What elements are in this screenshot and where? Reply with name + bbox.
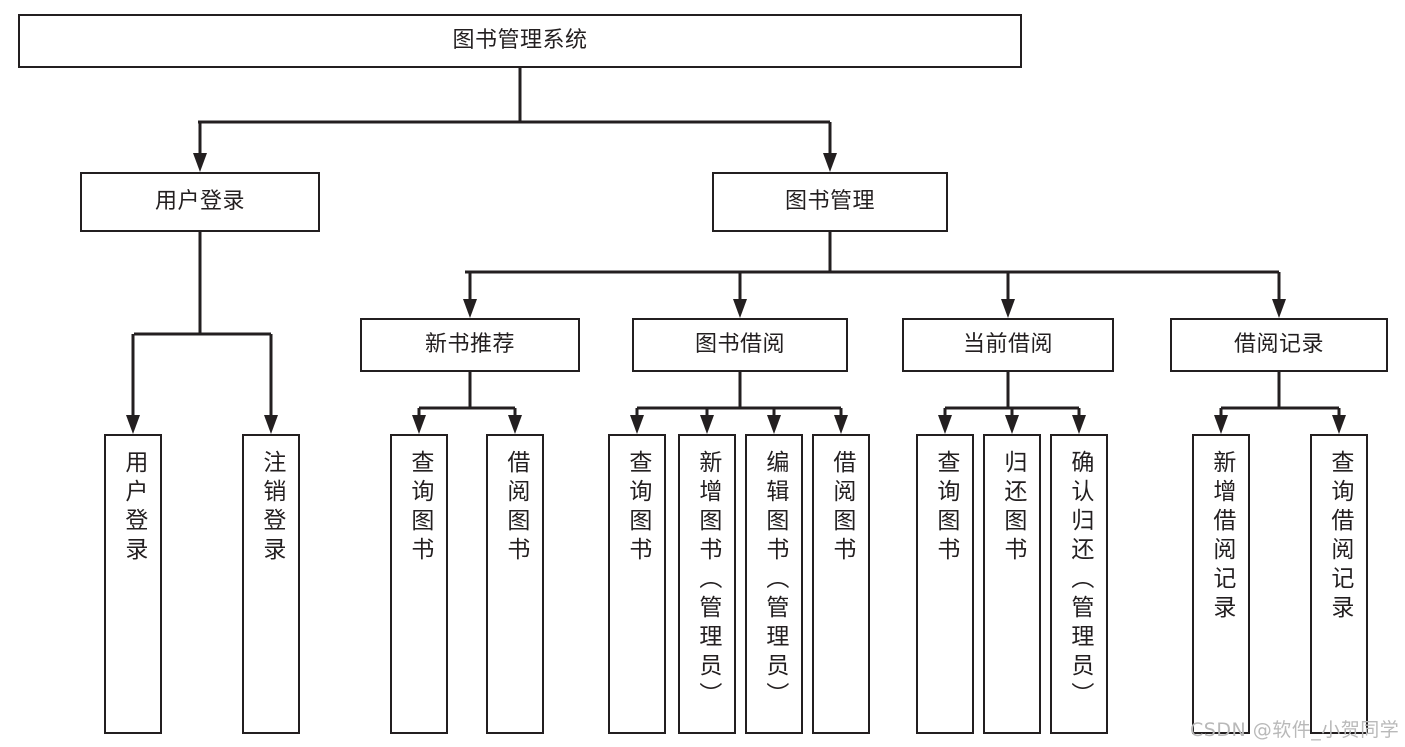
node-label-userlogin: 用户登录 bbox=[120, 450, 147, 566]
arrow-head-cu-query bbox=[938, 415, 952, 434]
arrow-head-login bbox=[193, 153, 207, 172]
node-label-bo-borrow: 借阅图书 bbox=[828, 450, 855, 566]
node-bo-query[interactable]: 查询图书 bbox=[608, 434, 666, 734]
node-newbook[interactable]: 新书推荐 bbox=[360, 318, 580, 372]
node-label-root: 图书管理系统 bbox=[452, 27, 588, 53]
node-nb-query[interactable]: 查询图书 bbox=[390, 434, 448, 734]
node-login[interactable]: 用户登录 bbox=[80, 172, 320, 232]
arrow-head-bo-query bbox=[630, 415, 644, 434]
node-label-cu-query: 查询图书 bbox=[932, 450, 959, 566]
node-bookmgmt[interactable]: 图书管理 bbox=[712, 172, 948, 232]
node-label-nb-borrow: 借阅图书 bbox=[502, 450, 529, 566]
node-label-bo-query: 查询图书 bbox=[624, 450, 651, 566]
arrow-head-nb-query bbox=[412, 415, 426, 434]
node-label-re-query: 查询借阅记录 bbox=[1326, 450, 1353, 624]
node-label-bo-add: 新增图书（管理员） bbox=[694, 450, 721, 711]
node-borrow[interactable]: 图书借阅 bbox=[632, 318, 848, 372]
node-label-re-add: 新增借阅记录 bbox=[1208, 450, 1235, 624]
node-bo-borrow[interactable]: 借阅图书 bbox=[812, 434, 870, 734]
arrow-head-bo-add bbox=[700, 415, 714, 434]
node-cu-confirm[interactable]: 确认归还（管理员） bbox=[1050, 434, 1108, 734]
csdn-watermark: CSDN @软件_小贺同学 bbox=[1190, 719, 1400, 741]
node-bo-edit[interactable]: 编辑图书（管理员） bbox=[745, 434, 803, 734]
node-cu-query[interactable]: 查询图书 bbox=[916, 434, 974, 734]
node-userlogin[interactable]: 用户登录 bbox=[104, 434, 162, 734]
node-label-userlogout: 注销登录 bbox=[258, 450, 285, 566]
node-userlogout[interactable]: 注销登录 bbox=[242, 434, 300, 734]
node-re-query[interactable]: 查询借阅记录 bbox=[1310, 434, 1368, 734]
node-re-add[interactable]: 新增借阅记录 bbox=[1192, 434, 1250, 734]
arrow-head-bo-borrow bbox=[834, 415, 848, 434]
arrow-head-cu-confirm bbox=[1072, 415, 1086, 434]
node-label-login: 用户登录 bbox=[154, 188, 245, 214]
node-label-current: 当前借阅 bbox=[962, 331, 1053, 357]
arrow-head-bookmgmt bbox=[823, 153, 837, 172]
node-bo-add[interactable]: 新增图书（管理员） bbox=[678, 434, 736, 734]
arrow-head-re-add bbox=[1214, 415, 1228, 434]
node-records[interactable]: 借阅记录 bbox=[1170, 318, 1388, 372]
arrow-head-userlogout bbox=[264, 415, 278, 434]
node-nb-borrow[interactable]: 借阅图书 bbox=[486, 434, 544, 734]
node-label-cu-confirm: 确认归还（管理员） bbox=[1066, 450, 1093, 711]
node-current[interactable]: 当前借阅 bbox=[902, 318, 1114, 372]
node-label-nb-query: 查询图书 bbox=[406, 450, 433, 566]
node-label-newbook: 新书推荐 bbox=[424, 331, 515, 357]
node-label-records: 借阅记录 bbox=[1233, 331, 1324, 357]
arrow-head-userlogin bbox=[126, 415, 140, 434]
arrow-head-newbook bbox=[463, 299, 477, 318]
arrow-head-records bbox=[1272, 299, 1286, 318]
node-root[interactable]: 图书管理系统 bbox=[18, 14, 1022, 68]
node-cu-return[interactable]: 归还图书 bbox=[983, 434, 1041, 734]
arrow-head-nb-borrow bbox=[508, 415, 522, 434]
node-label-bookmgmt: 图书管理 bbox=[784, 188, 875, 214]
node-label-cu-return: 归还图书 bbox=[999, 450, 1026, 566]
node-label-bo-edit: 编辑图书（管理员） bbox=[761, 450, 788, 711]
arrow-head-current bbox=[1001, 299, 1015, 318]
node-label-borrow: 图书借阅 bbox=[694, 331, 785, 357]
arrow-head-cu-return bbox=[1005, 415, 1019, 434]
arrow-head-borrow bbox=[733, 299, 747, 318]
arrow-head-bo-edit bbox=[767, 415, 781, 434]
arrow-head-re-query bbox=[1332, 415, 1346, 434]
